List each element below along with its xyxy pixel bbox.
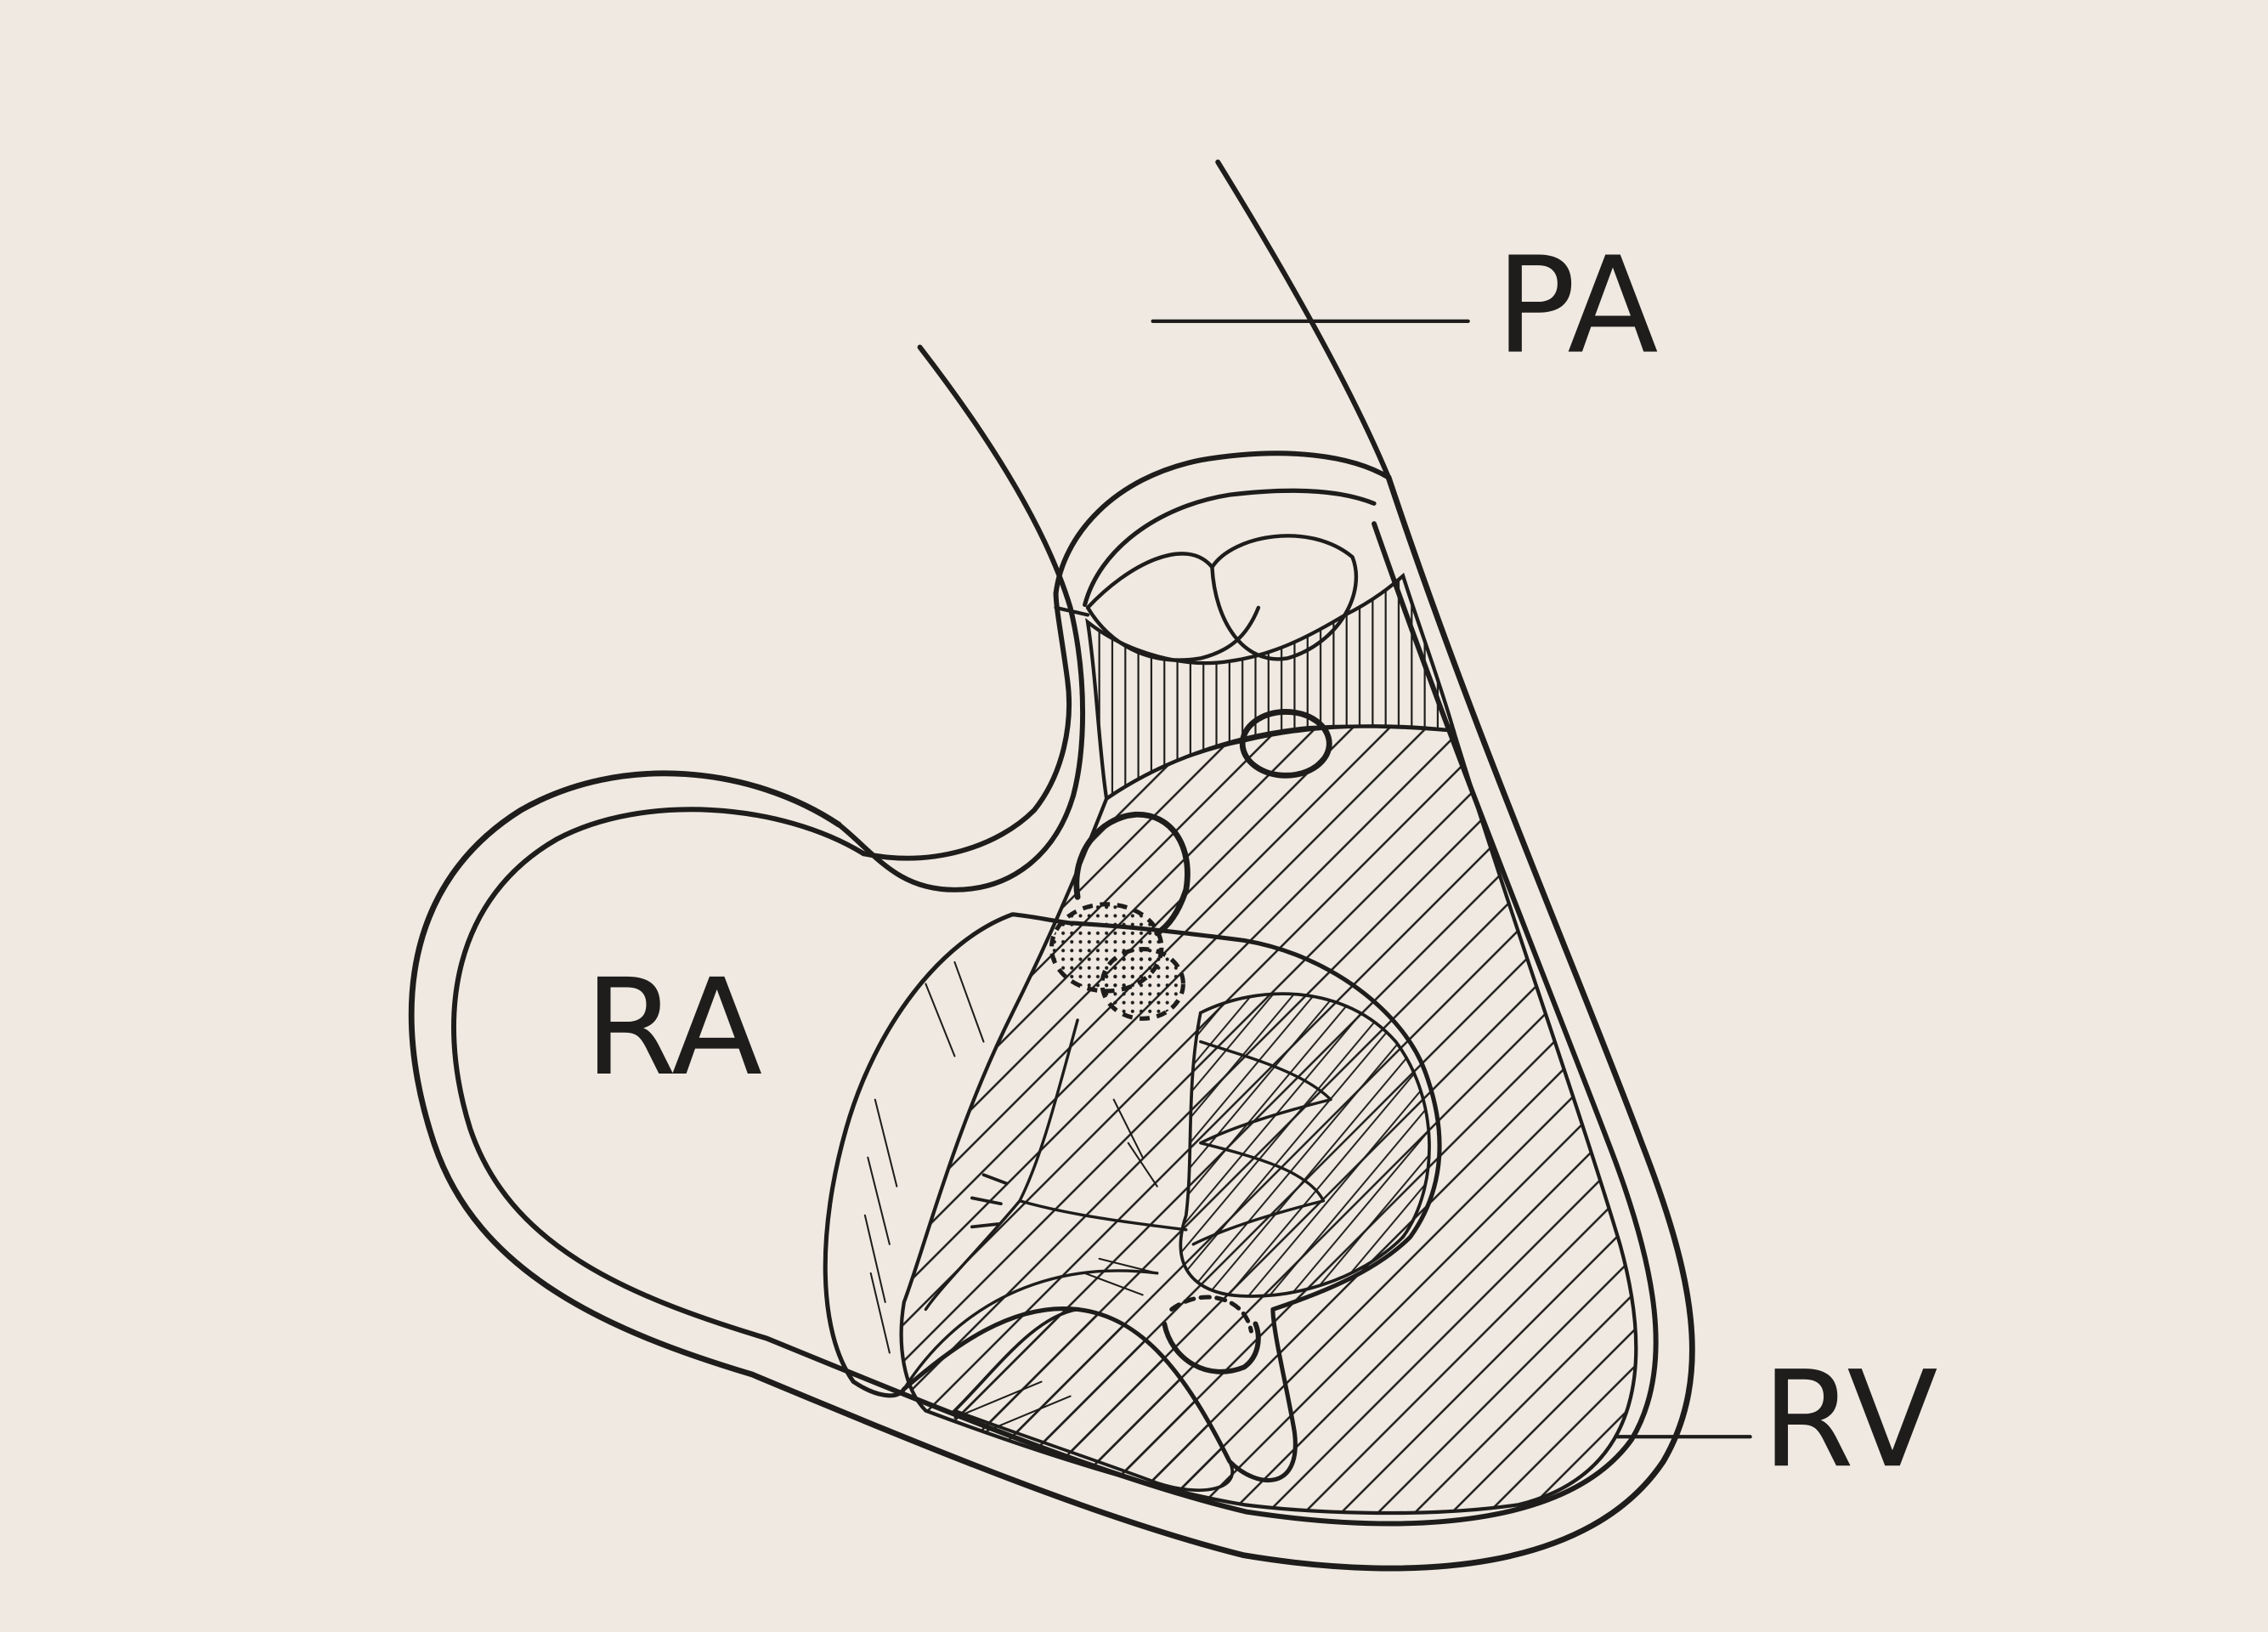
posterior-leaflet-hatch	[952, 1307, 1234, 1493]
upper-valve-loop	[1073, 811, 1191, 937]
label-rv: RV	[1762, 1342, 1937, 1497]
anterior-leaflet-folds	[902, 1018, 1188, 1391]
label-ra: RA	[585, 950, 763, 1105]
septal-leaflet-hatch	[1179, 992, 1431, 1298]
pa-left-wall	[836, 344, 1086, 892]
lower-dotted-arc	[1169, 1295, 1253, 1334]
orifice-dotted-lower	[1100, 947, 1185, 1021]
conus-ring	[1239, 709, 1332, 779]
valve-band-divider	[1054, 605, 1090, 617]
heart-outer-wall	[408, 474, 1695, 1572]
chordae-zigzag	[1191, 1040, 1332, 1246]
pap-muscle-stroke-left	[970, 1173, 1009, 1229]
lower-valve-loop	[1162, 1321, 1261, 1374]
leaflet-fine-strokes	[863, 960, 1158, 1434]
pulmonary-trunk-cap-inner	[1083, 488, 1377, 608]
tricuspid-leaflets	[823, 912, 1442, 1482]
pa-inner-wall	[861, 590, 1072, 861]
pulmonary-trunk-cap	[1053, 450, 1392, 596]
label-pa: PA	[1496, 229, 1659, 383]
pa-right-wall	[1215, 159, 1392, 480]
